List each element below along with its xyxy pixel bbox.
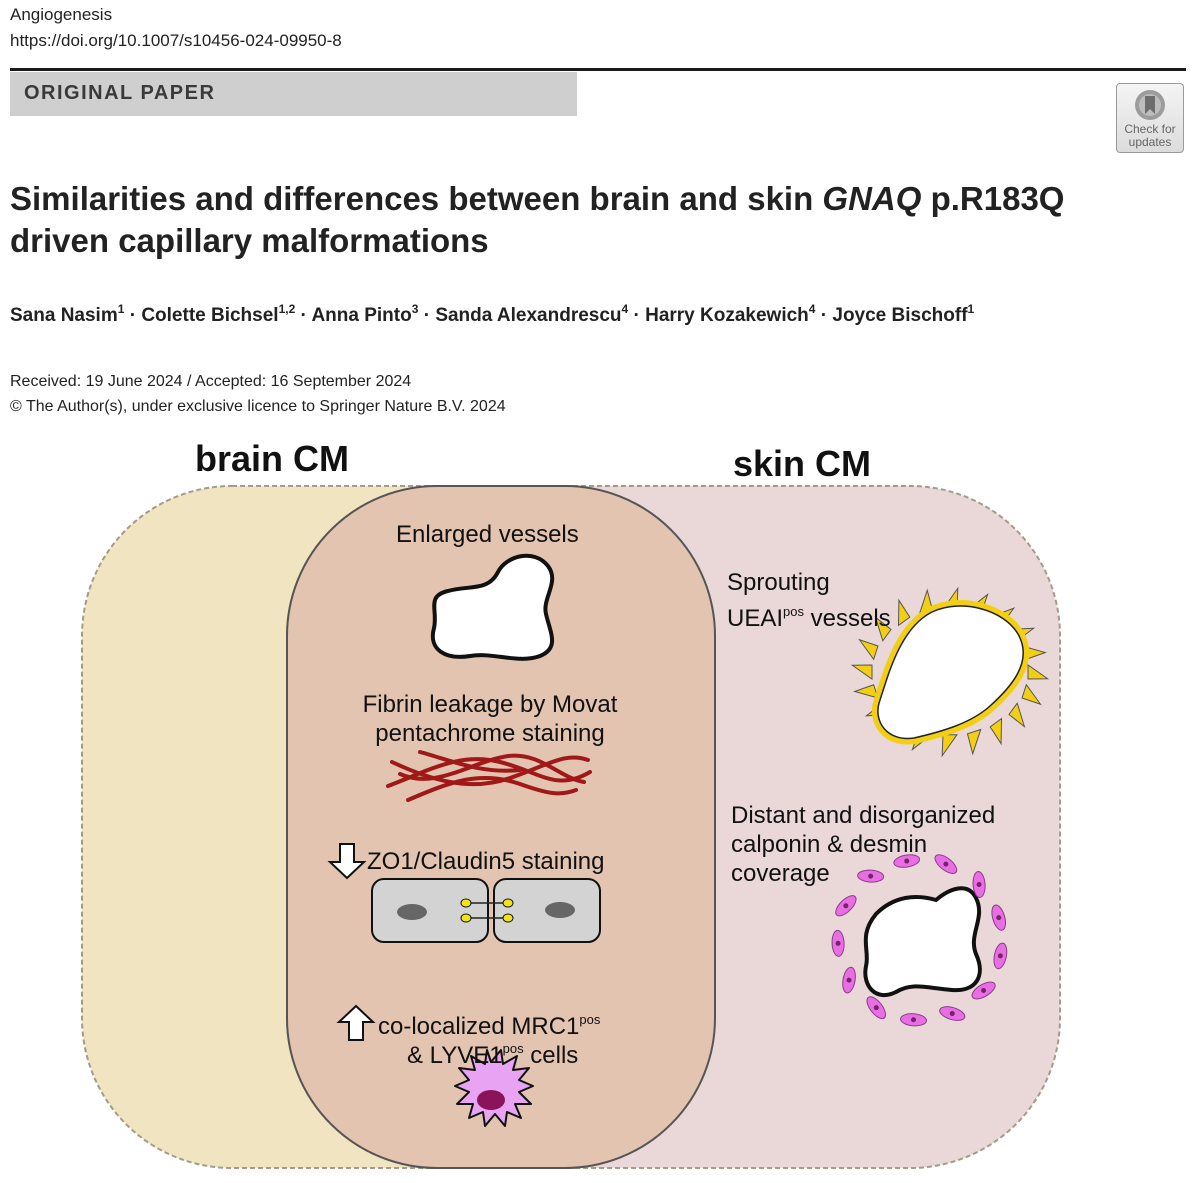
check-line-2: updates	[1128, 135, 1172, 149]
author-name: Colette Bichsel	[141, 305, 279, 326]
pericyte-nucleus	[835, 940, 841, 946]
lyve1-label: & LYVE1pos cells	[407, 1034, 578, 1070]
author-affiliation: 1	[117, 302, 125, 316]
author[interactable]: Sana Nasim1	[10, 302, 125, 326]
sprouting-vessel-icon	[850, 586, 1050, 758]
author-name: Joyce Bischoff	[832, 305, 968, 326]
fibrin-line-1: Fibrin leakage by Movat	[362, 691, 618, 718]
sprout-spike	[853, 684, 879, 699]
uea-suffix: vessels	[803, 605, 891, 632]
author-affiliation: 3	[411, 302, 419, 316]
pericyte-nucleus	[943, 861, 949, 867]
sprout-spike	[941, 734, 958, 758]
distant-coverage-label: Distant and disorganized calponin & desm…	[731, 801, 995, 888]
pericyte-nucleus	[873, 1005, 879, 1011]
author-separator: ·	[295, 305, 312, 326]
lyve1-text: & LYVE1	[407, 1042, 503, 1069]
sprout-spike	[850, 664, 873, 680]
distant-line-1: Distant and disorganized	[731, 802, 996, 829]
pericytes-icon	[831, 854, 1008, 1027]
up-arrow-icon	[336, 1004, 376, 1041]
author-list: Sana Nasim1 · Colette Bichsel1,2 · Anna …	[10, 302, 974, 327]
check-for-updates-label: Check for updates	[1116, 123, 1184, 149]
author[interactable]: Sanda Alexandrescu4	[435, 302, 629, 326]
sprouting-line-2: UEAIpos vessels	[727, 597, 891, 633]
distant-line-3: coverage	[731, 860, 830, 887]
received-dates: Received: 19 June 2024 / Accepted: 16 Se…	[10, 373, 412, 390]
sprouting-label: Sprouting UEAIpos vessels	[727, 568, 891, 633]
author[interactable]: Joyce Bischoff1	[832, 302, 975, 326]
sprout-spike	[989, 717, 1003, 746]
author-affiliation: 4	[621, 302, 629, 316]
author-affiliation: 1	[967, 302, 975, 316]
pericyte-nucleus	[904, 858, 910, 864]
vessel-with-pericytes-icon	[863, 886, 982, 998]
sprout-spike	[897, 598, 911, 627]
pericyte-nucleus	[997, 953, 1003, 959]
lyve1-sup: pos	[502, 1041, 524, 1056]
macrophage-nucleus	[477, 1090, 505, 1110]
author[interactable]: Harry Kozakewich4	[645, 302, 816, 326]
author-affiliation: 4	[808, 302, 816, 316]
down-arrow-icon	[327, 843, 367, 880]
pericyte-nucleus	[976, 882, 982, 888]
sprout-spike	[1021, 683, 1042, 706]
doi-link[interactable]: https://doi.org/10.1007/s10456-024-09950…	[10, 31, 342, 50]
distant-line-2: calponin & desmin	[731, 831, 928, 858]
author-separator: ·	[628, 305, 646, 326]
author[interactable]: Colette Bichsel1,2	[141, 302, 296, 326]
endothelial-cells-icon	[371, 878, 601, 943]
zo1-label: ZO1/Claudin5 staining	[367, 848, 605, 875]
sprout-spike	[966, 728, 982, 756]
macrophage-icon	[454, 1049, 534, 1127]
article-title: Similarities and differences between bra…	[10, 178, 1110, 262]
pericyte-nucleus	[981, 988, 987, 994]
overlap-region	[286, 485, 716, 1169]
pericyte-nucleus	[911, 1017, 917, 1023]
uea-sup: pos	[783, 604, 804, 619]
author[interactable]: Anna Pinto3	[311, 302, 419, 326]
journal-name: Angiogenesis	[10, 5, 113, 24]
sprout-spike	[1008, 702, 1026, 729]
enlarged-vessels-label: Enlarged vessels	[396, 521, 579, 548]
pericyte-nucleus	[843, 903, 849, 909]
author-separator: ·	[418, 305, 436, 326]
skin-cm-label: skin CM	[733, 443, 872, 484]
mrc1-sup: pos	[579, 1012, 601, 1027]
title-part-2: p.R183Q driven capillary malformations	[10, 180, 1065, 259]
author-separator: ·	[815, 305, 833, 326]
pericyte-nucleus	[949, 1011, 955, 1017]
lyve1-suffix: cells	[523, 1042, 579, 1069]
author-affiliation: 1,2	[278, 302, 296, 316]
sprouting-line-1: Sprouting	[727, 569, 830, 596]
fibrin-line-2: pentachrome staining	[375, 720, 605, 747]
article-type-label: ORIGINAL PAPER	[24, 82, 216, 104]
mrc1-text: co-localized MRC1	[378, 1013, 580, 1040]
sprout-spike	[1027, 664, 1050, 680]
pericyte-nucleus	[868, 873, 874, 879]
author-name: Anna Pinto	[311, 305, 412, 326]
article-type-banner	[10, 72, 577, 116]
check-line-1: Check for	[1124, 122, 1176, 136]
bookmark-icon	[1135, 90, 1165, 120]
title-gene: GNAQ	[822, 180, 922, 217]
uea-text: UEAI	[727, 605, 784, 632]
sprout-spike	[874, 615, 892, 642]
title-part-1: Similarities and differences between bra…	[10, 180, 823, 217]
author-name: Sana Nasim	[10, 305, 118, 326]
pericyte-nucleus	[996, 915, 1002, 921]
copyright-notice: © The Author(s), under exclusive licence…	[10, 398, 506, 415]
mrc1-label: co-localized MRC1pos	[378, 1005, 600, 1041]
enlarged-vessel-icon	[430, 553, 555, 661]
fibrin-strands-icon	[386, 750, 592, 802]
author-name: Sanda Alexandrescu	[435, 305, 622, 326]
author-separator: ·	[124, 305, 142, 326]
sprout-spike	[858, 638, 879, 661]
pericyte-nucleus	[846, 977, 852, 983]
author-name: Harry Kozakewich	[645, 305, 809, 326]
brain-cm-label: brain CM	[195, 438, 350, 479]
header-rule	[10, 68, 1186, 71]
fibrin-label: Fibrin leakage by Movat pentachrome stai…	[340, 690, 640, 748]
